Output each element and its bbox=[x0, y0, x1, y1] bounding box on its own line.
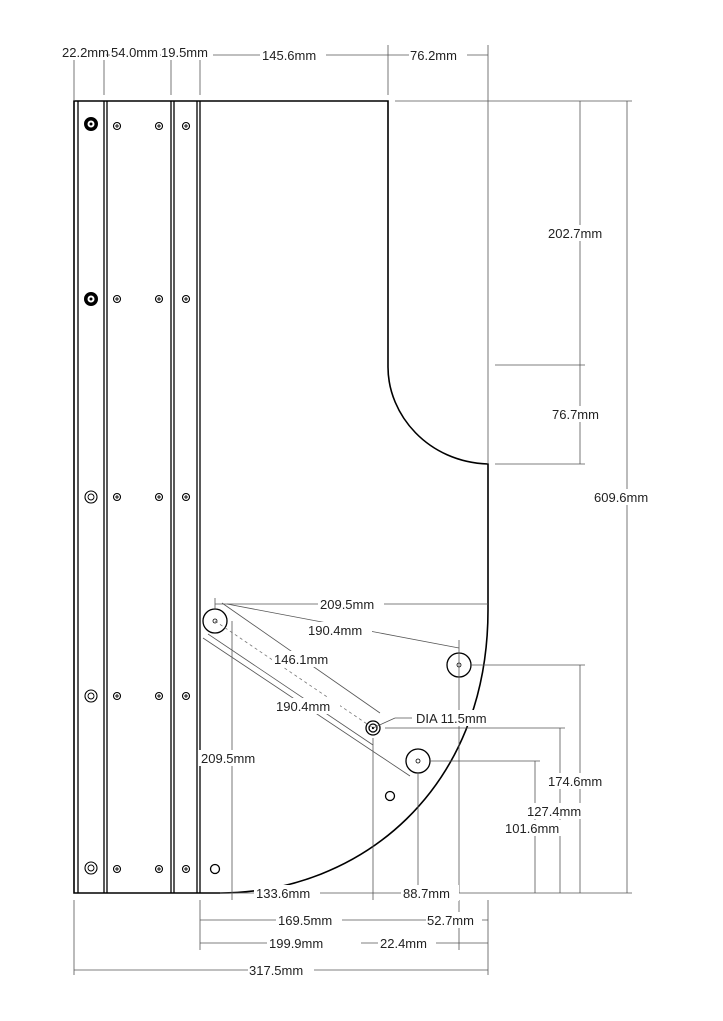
screw bbox=[181, 121, 191, 131]
screw bbox=[84, 490, 98, 504]
dim-145-6: 145.6mm bbox=[262, 48, 316, 63]
mounting-strips bbox=[77, 101, 201, 893]
mounting-hole bbox=[405, 748, 431, 774]
dim-54-0: 54.0mm bbox=[111, 45, 158, 60]
dim-76-7: 76.7mm bbox=[552, 407, 599, 422]
dim-190-4-lower: 190.4mm bbox=[276, 699, 330, 714]
dim-88-7: 88.7mm bbox=[403, 886, 450, 901]
dim-317-5: 317.5mm bbox=[249, 963, 303, 978]
small-hole bbox=[384, 790, 396, 802]
plate-holes bbox=[202, 608, 472, 875]
screw bbox=[181, 864, 191, 874]
dim-22-4: 22.4mm bbox=[380, 936, 427, 951]
screw bbox=[84, 117, 98, 131]
screw bbox=[154, 691, 164, 701]
dim-202-7: 202.7mm bbox=[548, 226, 602, 241]
dim-199-9: 199.9mm bbox=[269, 936, 323, 951]
dim-133-6: 133.6mm bbox=[256, 886, 310, 901]
dim-146-1: 146.1mm bbox=[274, 652, 328, 667]
screw bbox=[84, 861, 98, 875]
dim-609-6: 609.6mm bbox=[594, 490, 648, 505]
screw bbox=[181, 492, 191, 502]
dim-52-7: 52.7mm bbox=[427, 913, 474, 928]
dim-76-2: 76.2mm bbox=[410, 48, 457, 63]
screw bbox=[84, 689, 98, 703]
screw bbox=[112, 121, 122, 131]
screw bbox=[112, 294, 122, 304]
screws-small bbox=[112, 121, 191, 874]
part-outline bbox=[73, 100, 489, 894]
dimension-labels: 22.2mm 54.0mm 19.5mm 145.6mm 76.2mm 202.… bbox=[60, 44, 659, 978]
screw bbox=[154, 294, 164, 304]
screw bbox=[181, 294, 191, 304]
dim-174-6: 174.6mm bbox=[548, 774, 602, 789]
screw bbox=[112, 691, 122, 701]
dim-101-6: 101.6mm bbox=[505, 821, 559, 836]
screws-large bbox=[84, 117, 98, 875]
dim-169-5: 169.5mm bbox=[278, 913, 332, 928]
screw bbox=[84, 292, 98, 306]
screw bbox=[112, 492, 122, 502]
dim-209-5-horizontal: 209.5mm bbox=[320, 597, 374, 612]
dim-22-2: 22.2mm bbox=[62, 45, 109, 60]
dim-19-5: 19.5mm bbox=[161, 45, 208, 60]
screw bbox=[154, 492, 164, 502]
screw bbox=[154, 864, 164, 874]
screw bbox=[181, 691, 191, 701]
dim-dia-11-5: DIA 11.5mm bbox=[416, 711, 487, 726]
dim-190-4-upper: 190.4mm bbox=[308, 623, 362, 638]
screw bbox=[112, 864, 122, 874]
dim-127-4: 127.4mm bbox=[527, 804, 581, 819]
small-hole bbox=[209, 863, 221, 875]
dim-209-5-vertical: 209.5mm bbox=[201, 751, 255, 766]
screw bbox=[154, 121, 164, 131]
